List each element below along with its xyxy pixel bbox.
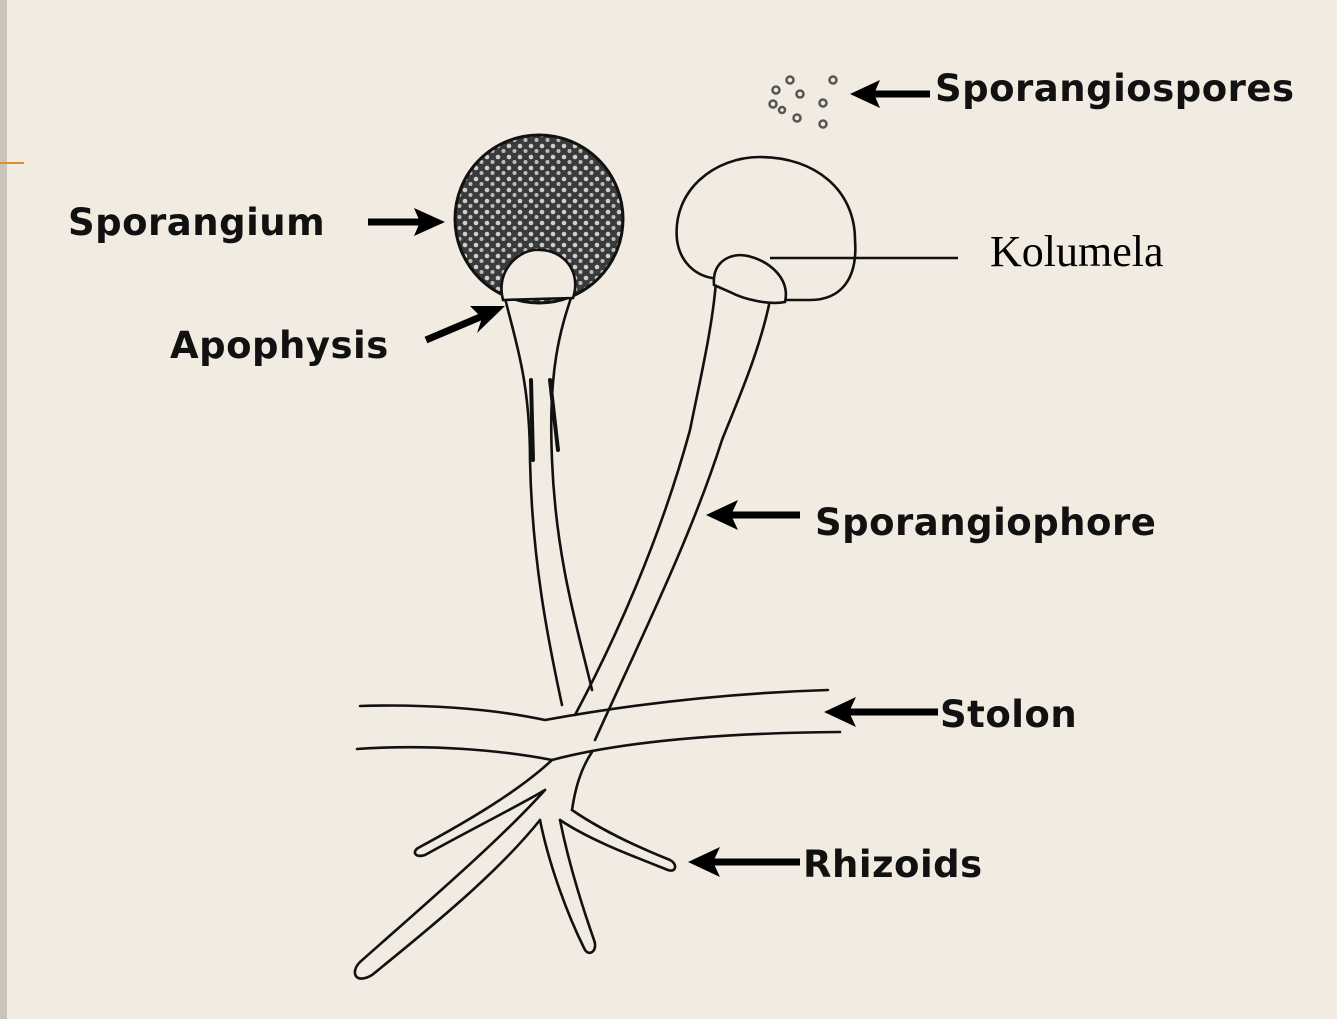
label-stolon: Stolon: [940, 693, 1077, 736]
right-sporangiophore: [575, 282, 770, 740]
stolon: [357, 690, 840, 760]
sporangiospores: [770, 77, 837, 128]
label-rhizoids: Rhizoids: [803, 843, 983, 886]
columella: [677, 157, 958, 303]
arrow-sporangiospores: [850, 80, 930, 108]
label-sporangiospores: Sporangiospores: [935, 67, 1295, 110]
label-kolumela: Kolumela: [990, 227, 1164, 276]
rhizoids: [355, 752, 675, 979]
arrow-rhizoids: [688, 847, 800, 877]
arrow-sporangium: [368, 208, 445, 236]
left-sporangiophore: [505, 292, 592, 705]
sporangium: [455, 135, 623, 303]
arrow-apophysis: [426, 306, 505, 340]
arrow-sporangiophore: [706, 500, 800, 530]
label-apophysis: Apophysis: [170, 324, 389, 367]
label-sporangium: Sporangium: [68, 201, 325, 244]
label-sporangiophore: Sporangiophore: [815, 501, 1156, 544]
arrow-stolon: [824, 697, 938, 727]
